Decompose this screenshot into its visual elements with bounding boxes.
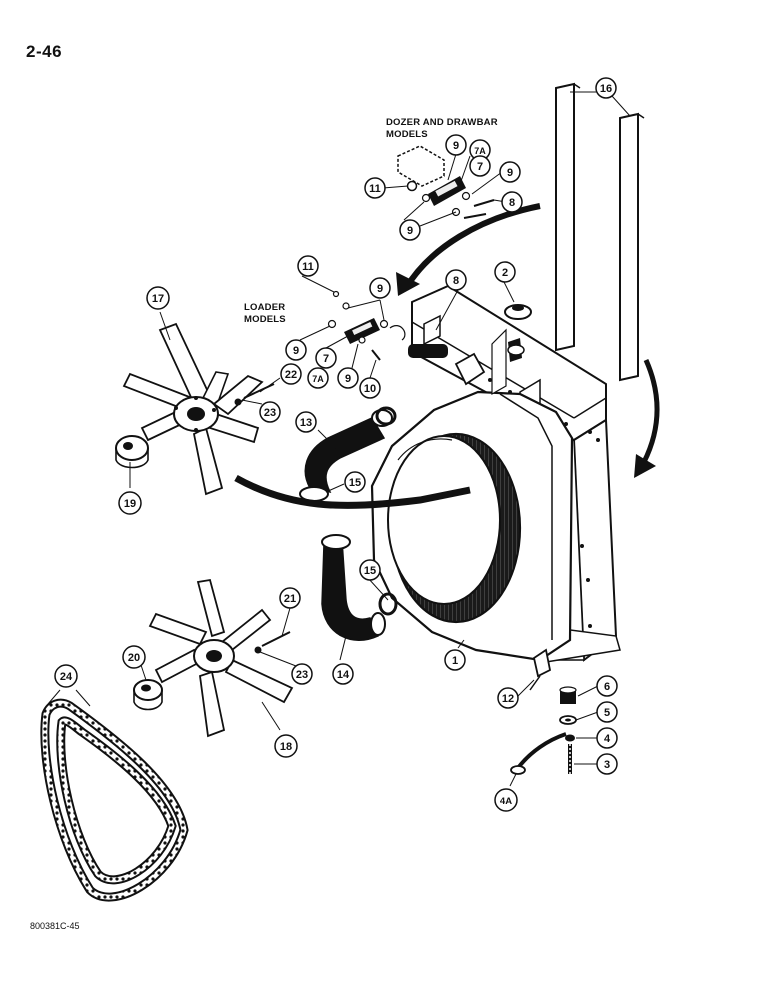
drain-valve-12	[529, 648, 552, 691]
callout-7-dozer: 7	[477, 161, 483, 173]
direction-arrows	[234, 203, 660, 509]
fan-spacer-19	[115, 435, 149, 469]
callout-8-top: 8	[453, 275, 459, 287]
loader-group-label: LOADER MODELS	[244, 302, 286, 326]
callout-24: 24	[60, 671, 73, 683]
callout-9-dozer-bottom: 9	[407, 225, 413, 237]
callout-19: 19	[124, 498, 136, 510]
callouts	[54, 77, 618, 812]
drain-hose-4a	[510, 732, 567, 775]
loader-label-line1: LOADER	[244, 302, 286, 313]
callout-7-loader: 7	[323, 353, 329, 365]
callout-21: 21	[284, 593, 296, 605]
dozer-label-line1: DOZER AND DRAWBAR	[386, 117, 498, 128]
clamp-4	[565, 734, 575, 742]
callout-23-lower: 23	[296, 669, 308, 681]
callout-17: 17	[152, 293, 164, 305]
callout-9-loader-left: 9	[293, 345, 299, 357]
drain-fitting-6	[559, 686, 577, 704]
callout-7a-loader: 7A	[312, 374, 324, 384]
callout-11-loader: 11	[302, 261, 314, 273]
callout-23-upper: 23	[264, 407, 276, 419]
seal-strip-16	[555, 82, 645, 382]
callout-16: 16	[600, 83, 612, 95]
lower-hose-14	[321, 534, 386, 641]
page-number: 2-46	[26, 42, 63, 61]
callout-9-dozer-top: 9	[453, 140, 459, 152]
dozer-drawbar-group-label: DOZER AND DRAWBAR MODELS	[386, 117, 498, 141]
fan-17	[122, 322, 264, 496]
callout-9-loader-bottom: 9	[345, 373, 351, 385]
callout-20: 20	[128, 652, 140, 664]
leader-lines	[47, 91, 631, 787]
loader-label-line2: MODELS	[244, 314, 286, 325]
callout-5: 5	[604, 707, 610, 719]
drive-belts-24	[40, 698, 189, 902]
callout-11-dozer: 11	[369, 183, 381, 195]
callout-14: 14	[337, 669, 350, 681]
callout-1: 1	[452, 655, 458, 667]
callout-10: 10	[364, 383, 376, 395]
callout-4a: 4A	[500, 796, 512, 807]
callout-9-dozer-right: 9	[507, 167, 513, 179]
callout-3: 3	[604, 759, 610, 771]
callout-15-upper: 15	[349, 477, 361, 489]
callout-7a-dozer: 7A	[474, 146, 486, 156]
fan-spacer-20	[133, 679, 163, 711]
callout-6: 6	[604, 681, 610, 693]
callout-15-lower: 15	[364, 565, 376, 577]
callout-22: 22	[285, 369, 297, 381]
washer-5	[559, 715, 577, 725]
dozer-label-line2: MODELS	[386, 129, 428, 140]
hose-clamp-15-lower	[378, 592, 398, 616]
hose-clamp-15-upper	[375, 406, 397, 426]
fan-bolt-22	[234, 383, 275, 406]
fan-bolt-21	[254, 631, 291, 654]
callout-4: 4	[604, 733, 611, 745]
callout-2: 2	[502, 267, 508, 279]
callout-8-dozer: 8	[509, 197, 515, 209]
callout-9-loader-top: 9	[377, 283, 383, 295]
radiator-cap	[504, 304, 532, 362]
callout-18: 18	[280, 741, 292, 753]
loader-bracket-group	[327, 290, 406, 361]
fan-18	[148, 578, 294, 738]
radiator-assembly	[370, 284, 621, 663]
figure-code: 800381C-45	[30, 921, 80, 931]
callout-12: 12	[502, 693, 514, 705]
dozer-bracket-group	[397, 145, 495, 219]
callout-13: 13	[300, 417, 312, 429]
